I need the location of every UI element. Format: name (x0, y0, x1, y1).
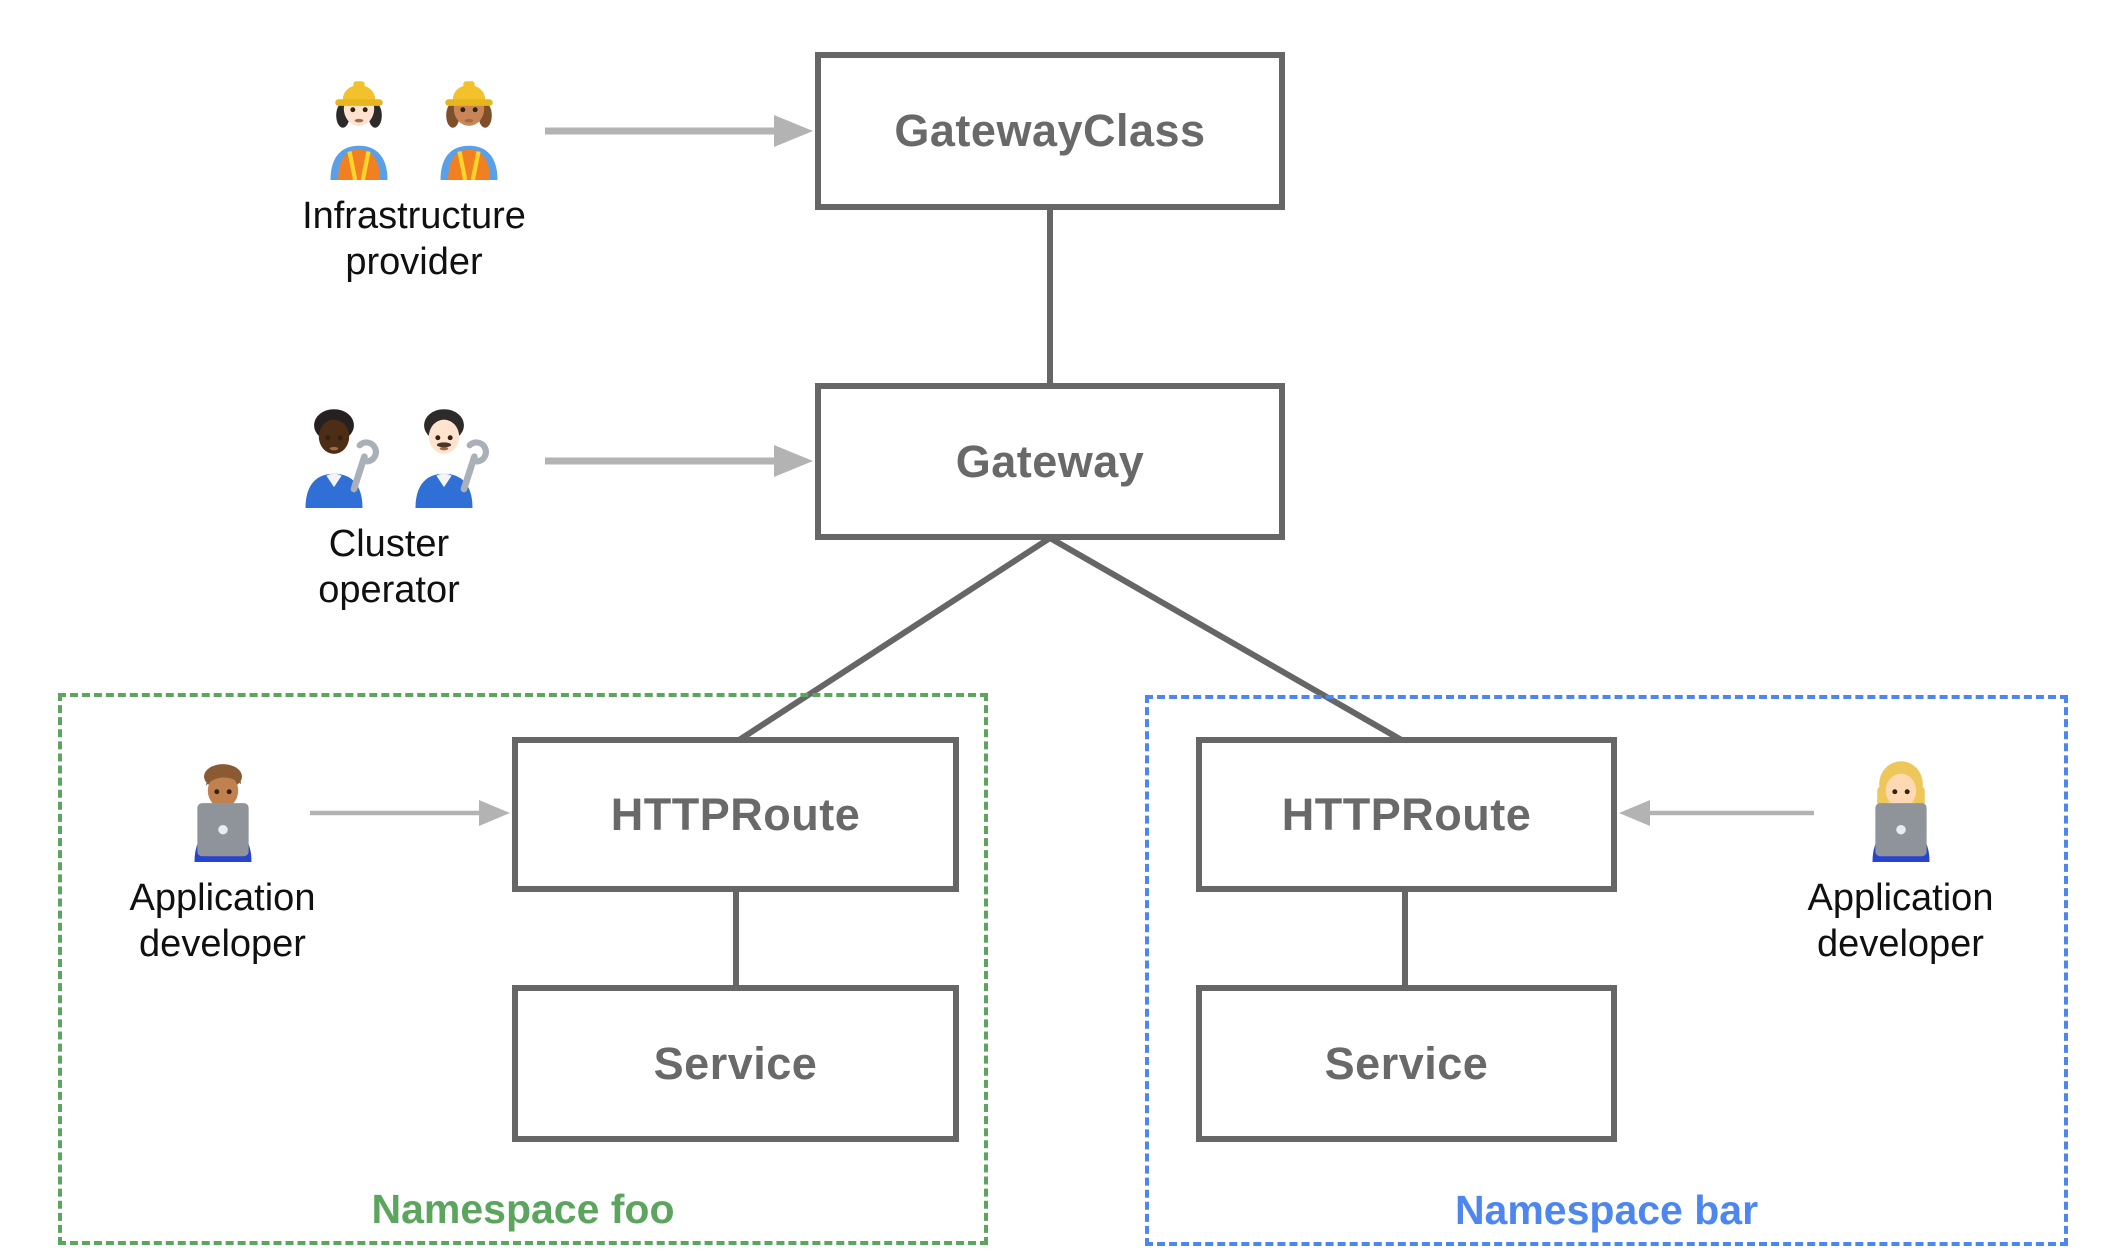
arrow-head-icon (1619, 800, 1650, 826)
connector-gateway-httproute-foo (734, 535, 1052, 745)
persona-cluster-operator: Cluster operator (247, 394, 531, 614)
mechanic-dark-skin-icon (286, 394, 382, 513)
persona-application-developer-bar-label: Application developer (1808, 875, 1994, 968)
arrow-head-icon (774, 445, 813, 477)
arrow-developer-to-httproute-bar (1619, 800, 1814, 826)
man-technologist-medium-skin-icon (175, 748, 271, 867)
node-gateway-label: Gateway (955, 435, 1145, 487)
persona-infrastructure-provider-label: Infrastructure provider (302, 193, 526, 286)
namespace-bar-label: Namespace bar (1454, 1187, 1759, 1233)
node-service-foo-label: Service (653, 1037, 818, 1089)
namespace-bar-container: Namespace bar (1145, 695, 2068, 1246)
namespace-foo-container: Namespace foo (58, 693, 988, 1245)
persona-cluster-operator-label: Cluster operator (318, 521, 460, 614)
label-line: Application (1807, 877, 1994, 919)
node-httproute-bar: HTTPRoute (1196, 737, 1617, 892)
label-line: Infrastructure (302, 195, 526, 237)
node-gatewayclass-label: GatewayClass (894, 105, 1206, 156)
woman-construction-worker-light-skin-icon (311, 66, 407, 185)
persona-infrastructure-provider: Infrastructure provider (272, 66, 556, 286)
node-httproute-bar-label: HTTPRoute (1281, 788, 1532, 840)
persona-application-developer-bar-icons (1853, 748, 1949, 867)
node-httproute-foo-label: HTTPRoute (610, 788, 861, 840)
label-line: operator (318, 569, 460, 612)
label-line: Cluster (328, 523, 450, 565)
persona-infrastructure-provider-icons (311, 66, 517, 185)
node-httproute-foo: HTTPRoute (512, 737, 959, 892)
node-service-bar-label: Service (1324, 1037, 1489, 1089)
persona-application-developer-foo-icons (175, 748, 271, 867)
man-mechanic-light-skin-icon (396, 394, 492, 513)
woman-construction-worker-medium-skin-icon (421, 66, 517, 185)
node-gatewayclass: GatewayClass (815, 52, 1285, 210)
persona-application-developer-bar: Application developer (1778, 748, 2023, 968)
node-service-foo: Service (512, 985, 959, 1142)
persona-application-developer-foo-label: Application developer (130, 875, 316, 968)
persona-application-developer-foo: Application developer (100, 748, 345, 968)
node-service-bar: Service (1196, 985, 1617, 1142)
connector-gateway-httproute-bar (1048, 535, 1407, 745)
label-line: developer (139, 923, 306, 966)
label-line: developer (1817, 923, 1984, 966)
arrow-head-icon (774, 115, 813, 147)
namespace-foo-label: Namespace foo (371, 1186, 675, 1232)
arrow-infrastructure-provider-to-gatewayclass (545, 115, 813, 147)
node-gateway: Gateway (815, 383, 1285, 540)
arrow-cluster-operator-to-gateway (545, 445, 813, 477)
label-line: provider (345, 241, 483, 284)
woman-technologist-blonde-icon (1853, 748, 1949, 867)
arrow-head-icon (479, 800, 510, 826)
label-line: Application (129, 877, 316, 919)
arrow-developer-to-httproute-foo (310, 800, 510, 826)
persona-cluster-operator-icons (286, 394, 492, 513)
